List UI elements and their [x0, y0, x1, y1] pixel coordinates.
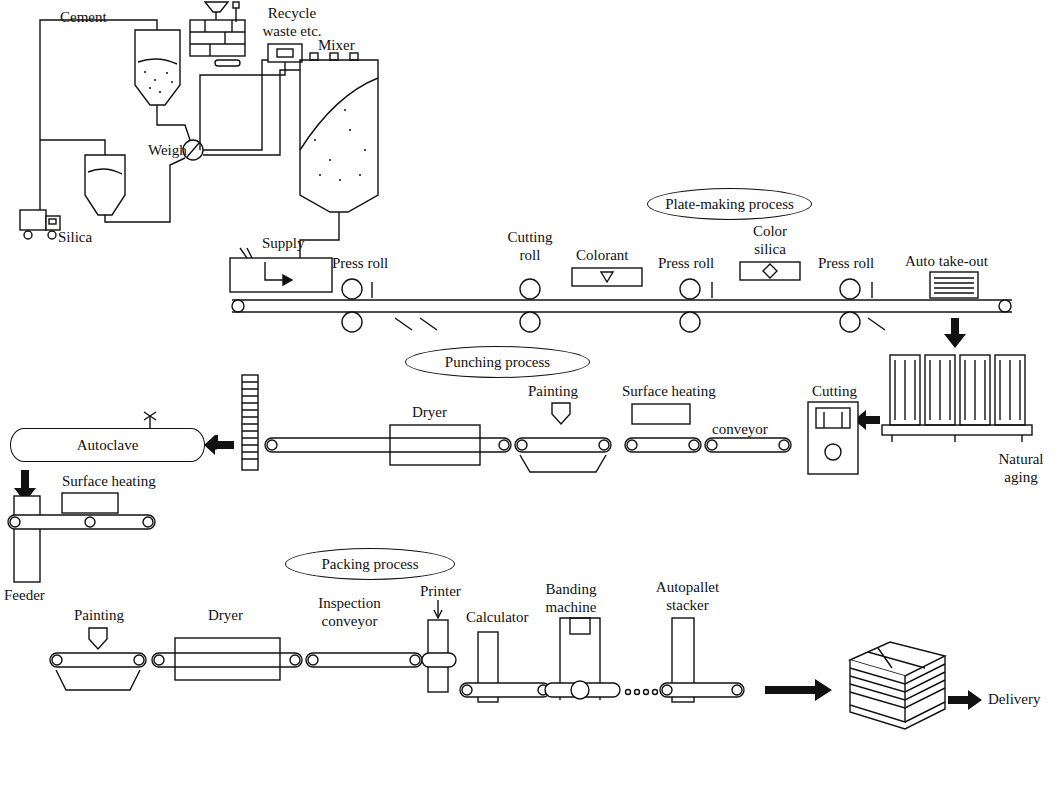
equipment-label: Delivery — [988, 690, 1040, 708]
packing-line — [50, 600, 744, 702]
equipment-label: Supply — [262, 234, 305, 252]
equipment-label: Recycle waste etc. — [252, 4, 332, 40]
process-oval: Plate-making process — [647, 188, 812, 220]
process-title: Plate-making process — [665, 195, 794, 213]
equipment-label: Dryer — [412, 403, 447, 421]
pallet-stack — [850, 642, 945, 729]
equipment-label: Banding machine — [540, 580, 602, 616]
process-oval: Packing process — [285, 548, 455, 580]
equipment-label: Cement — [60, 8, 107, 26]
press-rolls — [342, 279, 885, 332]
equipment-label: Mixer — [318, 36, 355, 54]
equipment-label: Silica — [58, 228, 92, 246]
equipment-label: Auto take-out — [905, 252, 988, 270]
colorant-box — [572, 268, 642, 286]
punching-line — [242, 375, 791, 472]
autoclave-vessel: Autoclave — [10, 428, 205, 462]
equipment-label: Autopallet stacker — [650, 578, 725, 614]
equipment-label: Calculator — [466, 608, 528, 626]
equipment-label: Press roll — [818, 254, 874, 272]
equipment-label: Cutting — [812, 382, 857, 400]
cement-silo — [135, 30, 190, 140]
equipment-label: Natural aging — [990, 450, 1052, 486]
equipment-label: Color silica — [740, 222, 800, 258]
equipment-label: Feeder — [4, 586, 45, 604]
material-dots — [94, 71, 366, 201]
equipment-label: Inspection conveyor — [312, 594, 387, 630]
equipment-label: Surface heating — [62, 472, 156, 490]
weigh-scale — [183, 60, 300, 160]
pipe — [40, 140, 105, 155]
cutting-machine — [808, 402, 858, 474]
equipment-label: Painting — [74, 606, 124, 624]
mixer-silo — [300, 53, 378, 258]
auto-take-out — [930, 272, 978, 298]
aging-racks — [882, 355, 1032, 442]
color-silica-box — [740, 262, 800, 280]
feeder-line — [8, 493, 155, 582]
equipment-label: Cutting roll — [500, 228, 560, 264]
equipment-label: Weigh — [148, 141, 187, 159]
supply-hopper — [230, 248, 332, 292]
truck — [20, 210, 60, 239]
equipment-label: Surface heating — [622, 382, 716, 400]
silica-silo — [85, 155, 185, 222]
equipment-label: Press roll — [658, 254, 714, 272]
equipment-label: Colorant — [576, 246, 629, 264]
equipment-label: Press roll — [332, 254, 388, 272]
flow-arrows — [14, 318, 982, 710]
conveyor-line — [232, 300, 1012, 312]
equipment-label: Printer — [420, 582, 461, 600]
process-title: Packing process — [321, 555, 418, 573]
equipment-label: Painting — [528, 382, 578, 400]
equipment-label: conveyor — [712, 420, 768, 438]
process-oval: Punching process — [405, 346, 590, 378]
equipment-label: Dryer — [208, 606, 243, 624]
vessel-name: Autoclave — [77, 436, 139, 454]
process-title: Punching process — [445, 353, 550, 371]
